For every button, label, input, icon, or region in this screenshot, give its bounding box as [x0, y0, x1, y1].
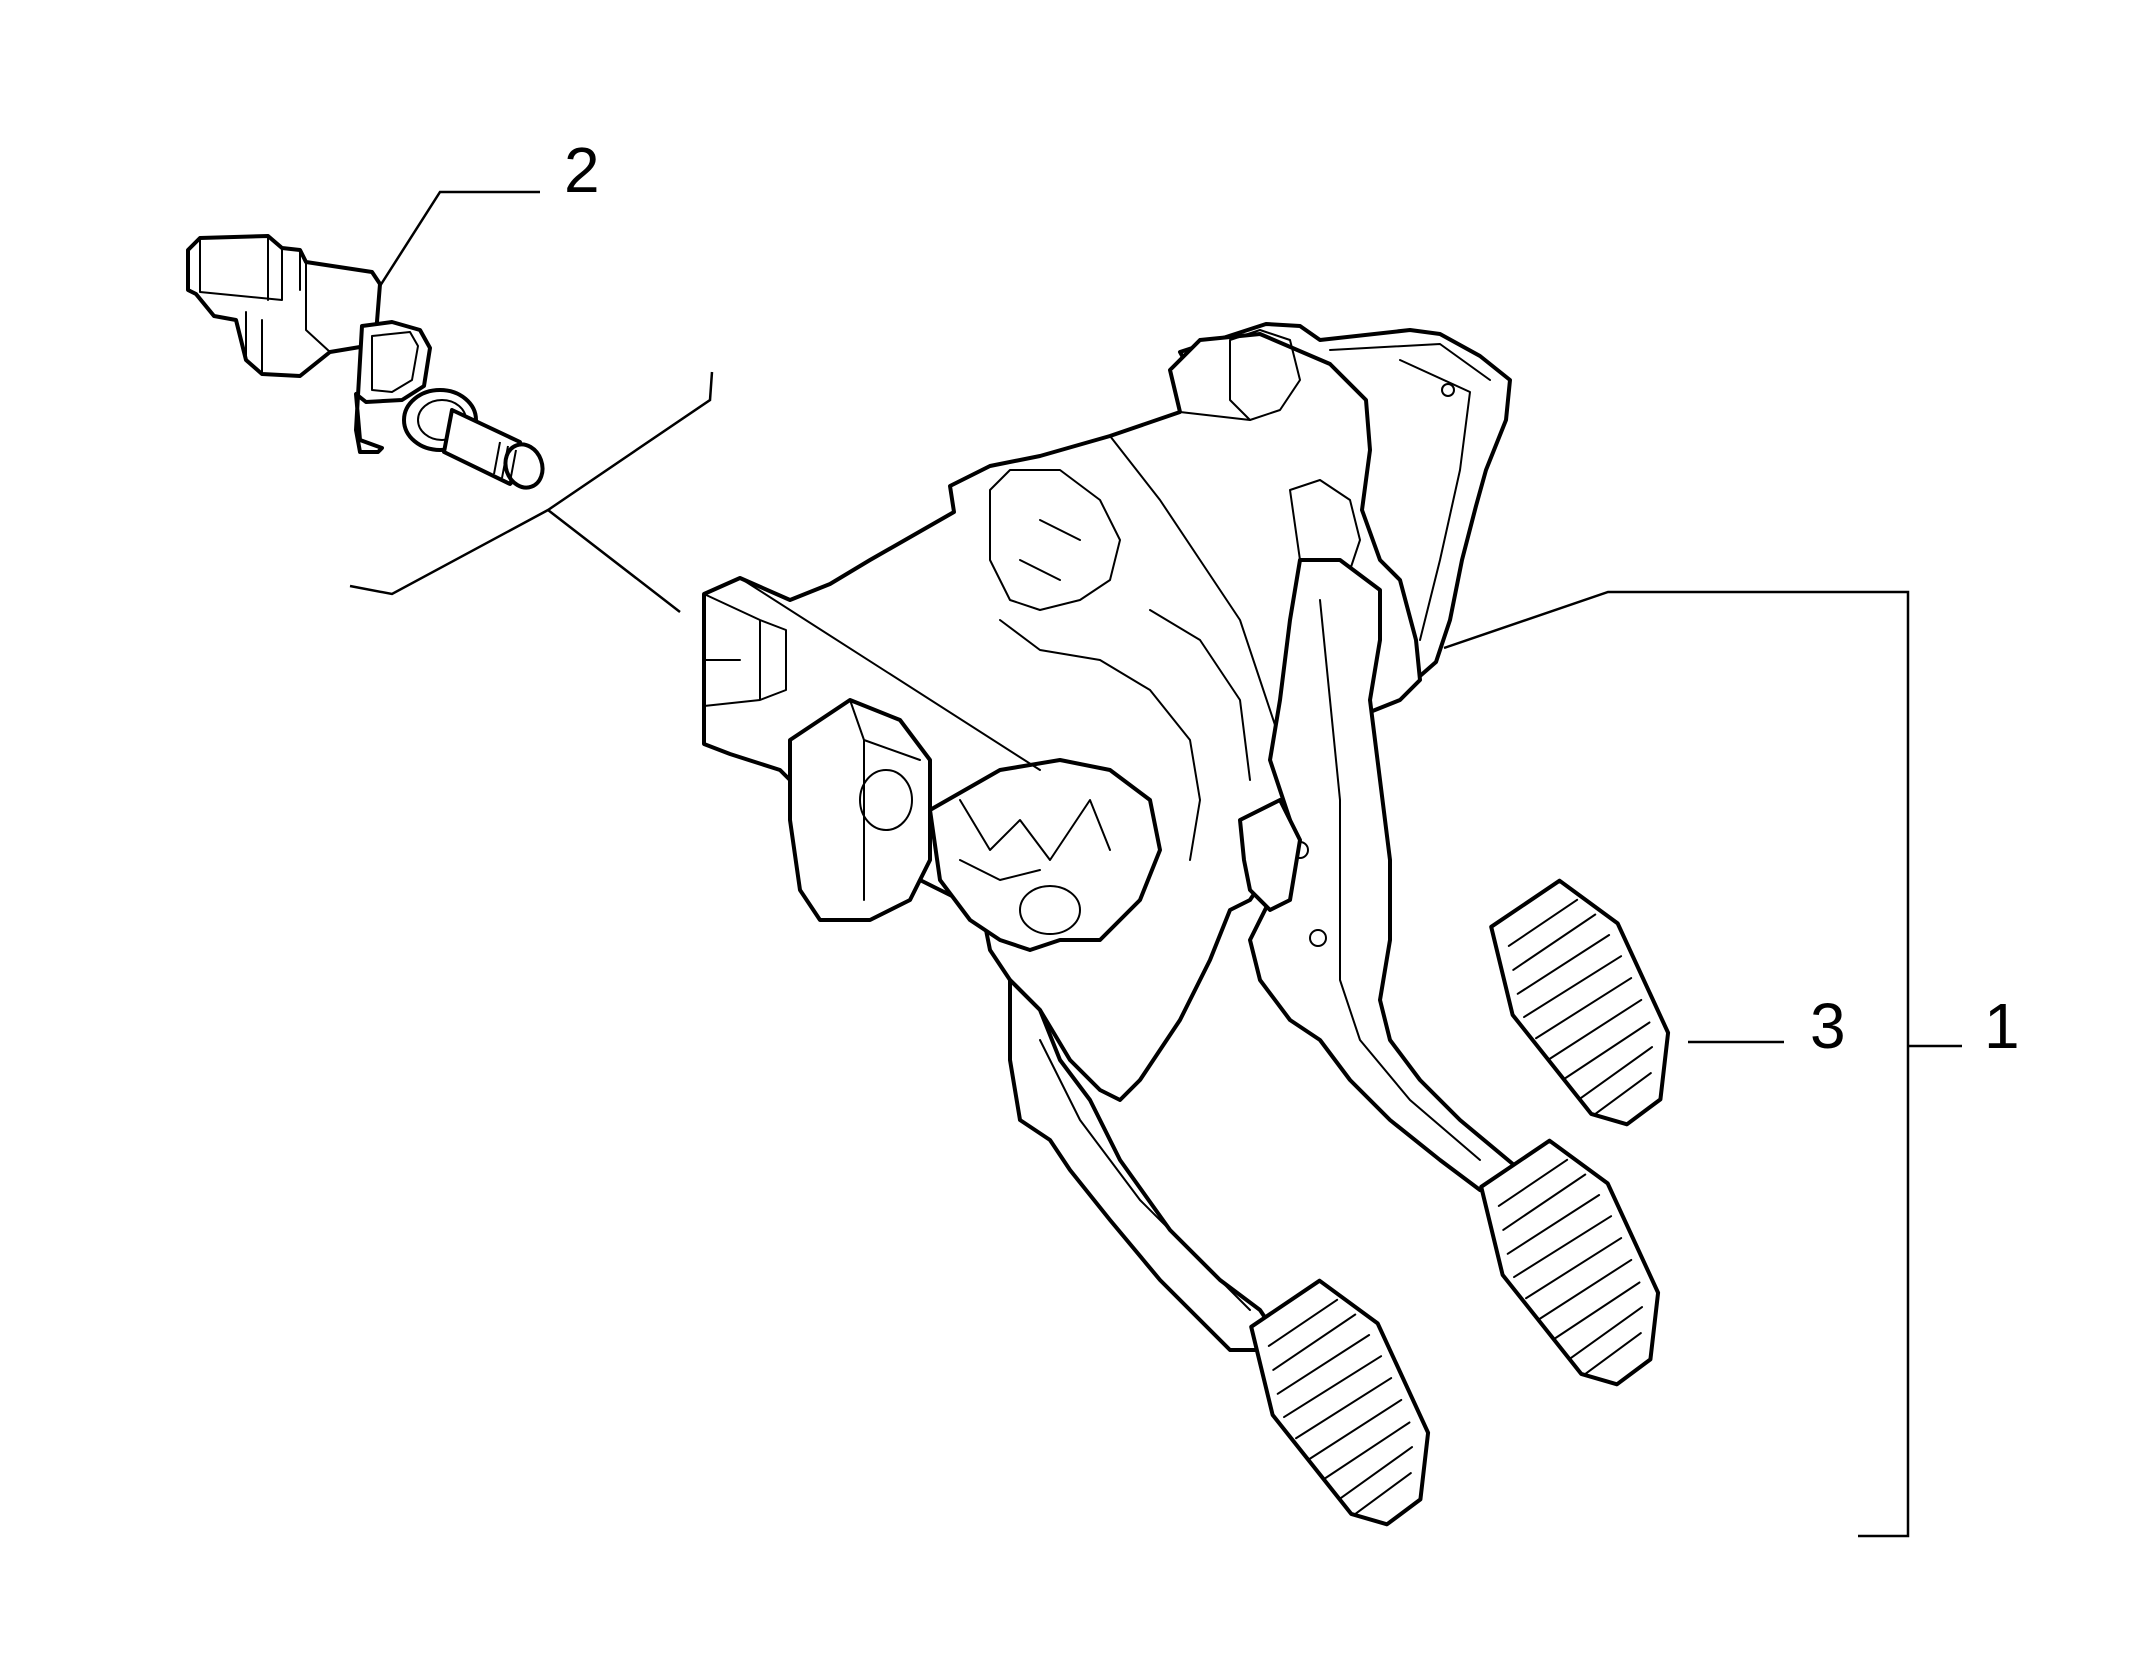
clutch-pedal-pad: [1479, 1138, 1661, 1387]
callout-label-1: 1: [1984, 990, 2020, 1062]
brake-light-switch: [186, 190, 545, 490]
callout-leaders: [1443, 590, 1962, 1538]
loose-pedal-pad: [1489, 878, 1671, 1127]
installation-guide-lines: [349, 371, 714, 613]
callout-label-2: 2: [564, 134, 600, 206]
brake-pedal-pad: [1249, 1278, 1431, 1527]
pedal-box-assembly: [702, 322, 1542, 1352]
callout-label-3: 3: [1810, 990, 1846, 1062]
